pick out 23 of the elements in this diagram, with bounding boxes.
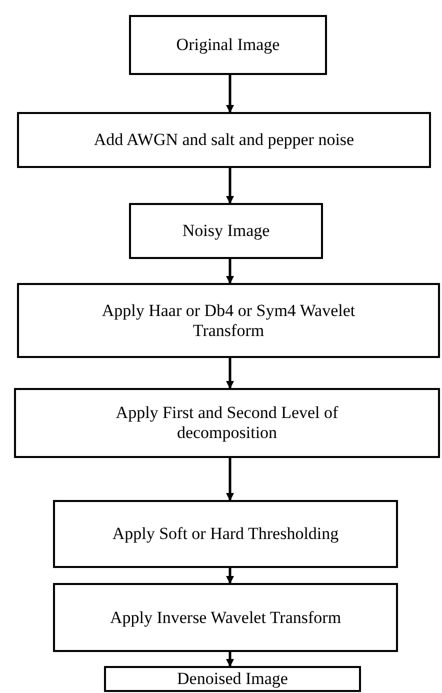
process-box [53, 500, 398, 568]
process-box [17, 283, 440, 358]
process-box [53, 583, 398, 652]
box-label: Apply First and Second Level of decomposition [114, 403, 340, 443]
box-label: Apply Inverse Wavelet Transform [110, 608, 342, 628]
process-box [17, 112, 431, 168]
arrow [226, 259, 234, 284]
box-label: Apply Soft or Hard Thresholding [112, 524, 339, 544]
arrow [226, 358, 234, 389]
arrow [226, 168, 234, 204]
process-box [14, 388, 440, 458]
arrow [226, 568, 234, 584]
arrow [226, 652, 234, 667]
process-box [129, 203, 323, 259]
box-label: Noisy Image [182, 221, 270, 241]
process-box [104, 666, 361, 692]
process-box [129, 15, 327, 75]
arrow [226, 458, 234, 501]
box-label: Original Image [176, 35, 280, 55]
arrow [226, 75, 234, 113]
box-label: Apply Haar or Db4 or Sym4 Wavelet Transform [100, 300, 356, 340]
box-label: Denoised Image [177, 669, 288, 689]
box-label: Add AWGN and salt and pepper noise [94, 130, 354, 150]
